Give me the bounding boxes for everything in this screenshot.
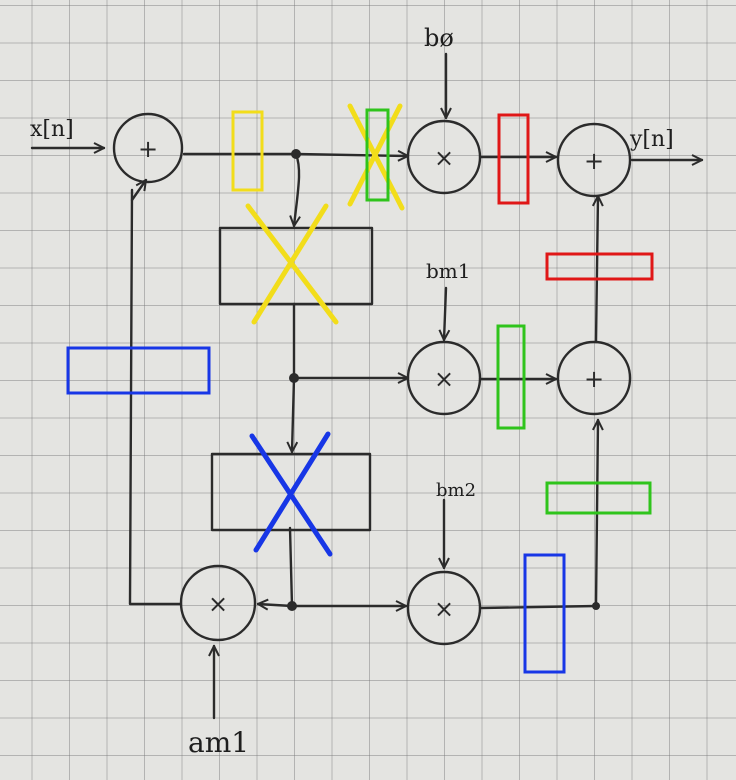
to-b0-mult-wire: [294, 154, 410, 156]
times-icon: ×: [434, 144, 454, 172]
junction-dot: [592, 602, 600, 610]
bm2-label: bm2: [436, 480, 476, 501]
delay-block-2: [210, 452, 372, 532]
times-icon: ×: [208, 590, 228, 618]
green-box: [545, 481, 652, 515]
multiplier-bm2: ×: [406, 570, 482, 646]
to-am1-mult-wire: [258, 604, 294, 606]
bm1-label: bm1: [426, 259, 471, 283]
times-icon: ×: [434, 365, 454, 393]
am1-label: am1: [188, 726, 249, 759]
wires: [30, 52, 704, 720]
adder-output: +: [556, 122, 632, 198]
bm1-coef-wire: [444, 286, 446, 340]
adder-middle: +: [556, 340, 632, 416]
delay-block-1: [218, 226, 374, 306]
red-box: [497, 113, 530, 205]
blue-box: [523, 553, 566, 674]
red-annotations: [497, 113, 654, 281]
adder-input: +: [112, 112, 184, 184]
junction-dot: [287, 601, 297, 611]
output-label: y[n]: [629, 127, 674, 152]
delay2-out-wire: [288, 526, 294, 608]
feedback-arrow-wire: [130, 180, 146, 202]
junction-dot: [289, 373, 299, 383]
plus-icon: +: [584, 147, 604, 175]
delay-blocks: [210, 226, 374, 532]
b0-label: bø: [424, 24, 454, 52]
green-box: [365, 108, 390, 202]
times-icon: ×: [434, 595, 454, 623]
plus-icon: +: [138, 135, 158, 163]
input-label: x[n]: [30, 117, 74, 142]
junctions: [287, 149, 600, 611]
to-output-adder-wire: [596, 194, 598, 344]
to-delay2-wire: [292, 376, 294, 454]
yellow-cross-stroke: [251, 203, 329, 325]
multiplier-am1: ×: [179, 564, 257, 642]
multiplier-bm1: ×: [406, 340, 482, 416]
green-annotations: [365, 108, 652, 515]
multiplier-b0: ×: [406, 119, 482, 195]
yellow-cross-stroke: [347, 103, 403, 207]
blue-cross-stroke: [253, 431, 331, 553]
blue-annotations: [66, 346, 566, 674]
bm2-out-wire: [478, 604, 598, 610]
green-box: [496, 324, 526, 430]
to-delay1-wire: [294, 152, 299, 226]
yellow-annotations: [231, 103, 405, 325]
plus-icon: +: [584, 365, 604, 393]
feedback-wire: [128, 188, 182, 606]
yellow-box: [231, 110, 264, 192]
junction-dot: [291, 149, 301, 159]
red-box: [545, 252, 654, 281]
blue-box: [66, 346, 211, 395]
